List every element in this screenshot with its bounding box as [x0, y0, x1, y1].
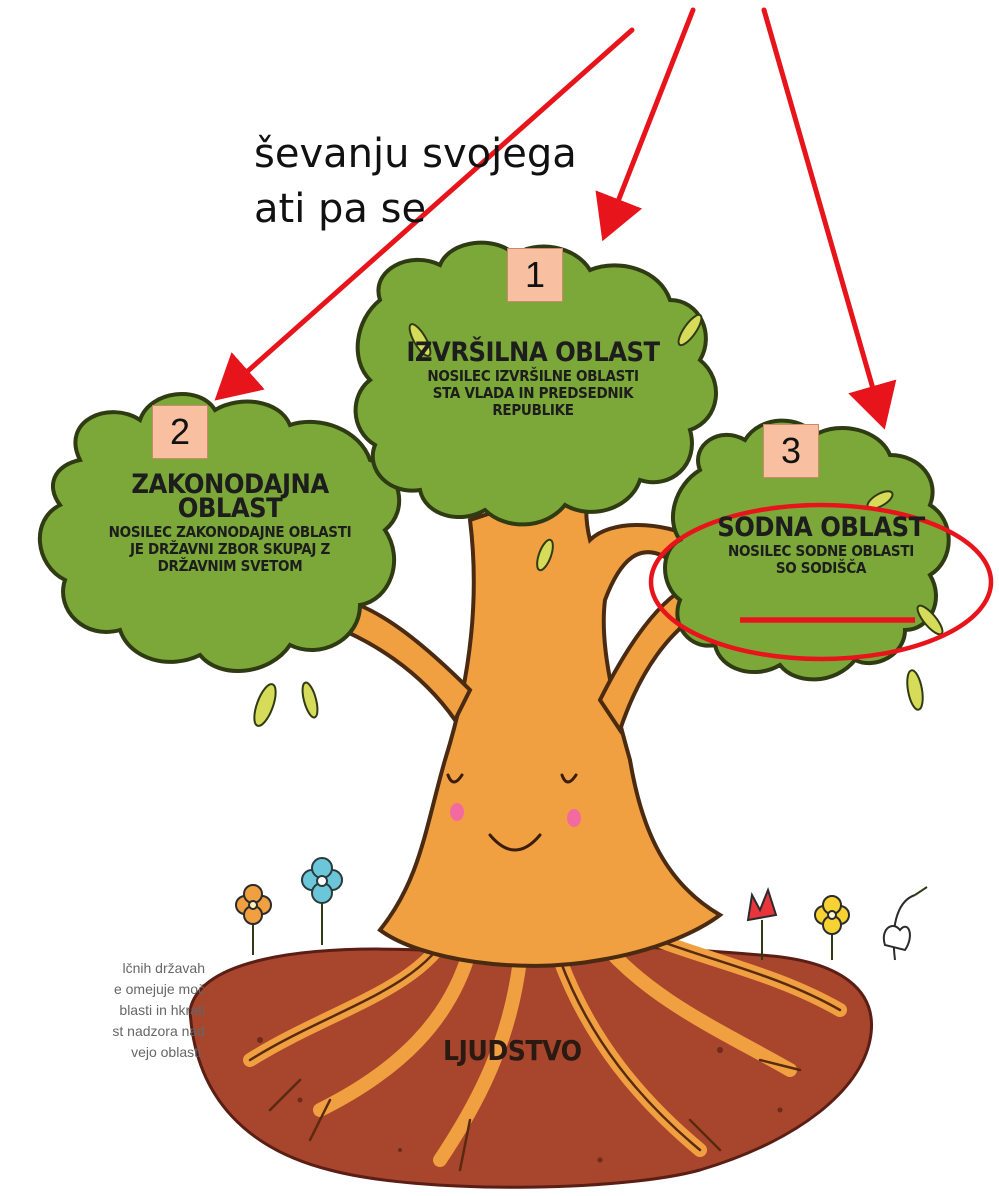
heading-fragment-line1: ševanju svojega — [254, 131, 577, 177]
arrow-to-executive — [595, 7, 696, 242]
executive-desc-line3: REPUBLIKE — [492, 400, 574, 419]
judicial-desc-line1: NOSILEC SODNE OBLASTI — [728, 542, 914, 561]
legislative-title-line2: OBLAST — [177, 493, 283, 525]
caption-legislative: ZAKONODAJNA OBLAST NOSILEC ZAKONODAJNE O… — [80, 469, 380, 576]
side-note-line3: blasti in hkrati — [119, 1002, 205, 1018]
badge-number-2: 2 — [152, 405, 208, 459]
foliage-legislative — [37, 392, 402, 673]
badge-number-1: 1 — [507, 248, 563, 302]
legislative-desc-line2: JE DRŽAVNI ZBOR SKUPAJ Z — [130, 540, 330, 559]
side-note-line4: st nadzora nad — [112, 1023, 205, 1039]
legislative-desc-line3: DRŽAVNIM SVETOM — [157, 557, 303, 576]
side-note: lčnih državah e omejuje moč blasti in hk… — [0, 958, 205, 1063]
executive-desc-line1: NOSILEC IZVRŠILNE OBLASTI — [427, 367, 639, 386]
caption-executive: IZVRŠILNA OBLAST NOSILEC IZVRŠILNE OBLAS… — [398, 337, 668, 419]
executive-title: IZVRŠILNA OBLAST — [406, 337, 660, 368]
heading-fragment-line2: ati pa se — [254, 186, 427, 232]
legislative-title-line1: ZAKONODAJNA — [131, 469, 329, 500]
flowers — [235, 857, 928, 961]
flower-red — [746, 887, 778, 960]
executive-desc-line2: STA VLADA IN PREDSEDNIK — [432, 384, 634, 403]
tree-face — [446, 773, 578, 852]
side-note-line2: e omejuje moč — [113, 981, 205, 997]
arrow-to-legislative — [214, 27, 635, 401]
side-note-line5: vejo oblasti. — [131, 1044, 205, 1060]
judicial-desc-line2: SO SODIŠČA — [775, 559, 867, 578]
side-note-line1: lčnih državah — [122, 960, 206, 976]
judicial-title: SODNA OBLAST — [717, 512, 925, 543]
annotation-arrows — [214, 7, 897, 430]
legislative-desc-line1: NOSILEC ZAKONODAJNE OBLASTI — [108, 523, 352, 542]
flower-blue — [301, 857, 343, 945]
roots-label: LJUDSTVO — [443, 1034, 582, 1067]
flower-orange — [235, 884, 272, 955]
flower-snowdrop — [882, 886, 928, 961]
arrow-to-judicial — [761, 7, 897, 430]
badge-number-3: 3 — [763, 424, 819, 478]
judicial-highlight-ellipse — [648, 502, 994, 662]
flower-yellow — [814, 895, 850, 960]
caption-judicial: SODNA OBLAST NOSILEC SODNE OBLASTI SO SO… — [686, 512, 956, 578]
leaf-accents — [253, 313, 944, 727]
